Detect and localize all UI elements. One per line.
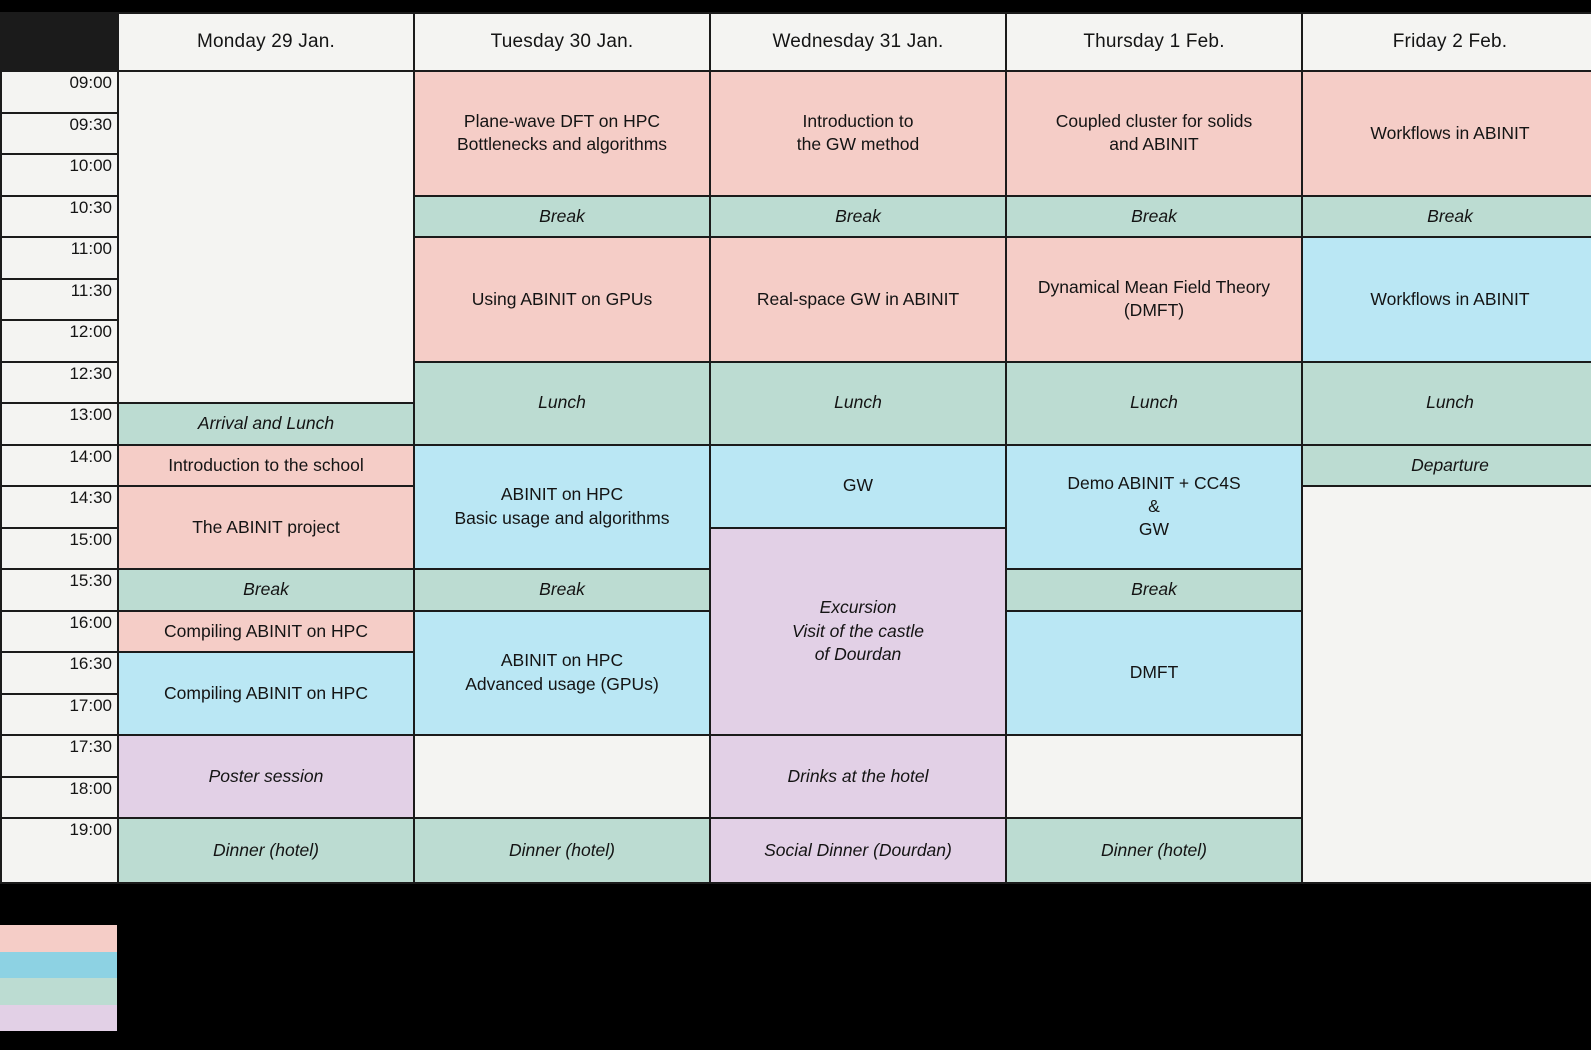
time-label: 12:00 — [2, 321, 117, 361]
event-coupled-cluster: Coupled cluster for solids and ABINIT — [1007, 72, 1301, 195]
time-label: 12:30 — [2, 362, 117, 402]
day-header-tuesday: Tuesday 30 Jan. — [415, 14, 709, 70]
event-thursday-dinner: Dinner (hotel) — [1007, 819, 1301, 882]
event-monday-morning-empty — [119, 72, 413, 402]
time-label: 16:00 — [2, 611, 117, 651]
event-thursday-evening-empty — [1007, 736, 1301, 817]
time-label: 17:30 — [2, 736, 117, 776]
time-label: 09:00 — [2, 72, 117, 112]
event-thursday-lunch: Lunch — [1007, 362, 1301, 444]
event-thursday-break-pm: Break — [1007, 570, 1301, 610]
event-tuesday-evening-empty — [415, 736, 709, 817]
time-label: 11:30 — [2, 279, 117, 319]
time-label: 11:00 — [2, 238, 117, 278]
event-poster-session: Poster session — [119, 736, 413, 817]
event-workflows-lecture: Workflows in ABINIT — [1303, 72, 1591, 195]
event-tuesday-lunch: Lunch — [415, 362, 709, 444]
time-label: 10:00 — [2, 155, 117, 195]
event-monday-dinner: Dinner (hotel) — [119, 819, 413, 882]
event-compiling-abinit-lecture: Compiling ABINIT on HPC — [119, 611, 413, 651]
day-header-friday: Friday 2 Feb. — [1303, 14, 1591, 70]
time-label: 14:30 — [2, 487, 117, 527]
event-demo-abinit-cc4s-gw: Demo ABINIT + CC4S & GW — [1007, 445, 1301, 568]
time-label: 09:30 — [2, 113, 117, 153]
event-wednesday-lunch: Lunch — [711, 362, 1005, 444]
legend-swatch-pink — [0, 925, 117, 952]
time-label: 19:00 — [2, 819, 117, 882]
event-the-abinit-project: The ABINIT project — [119, 487, 413, 568]
event-abinit-hpc-advanced: ABINIT on HPC Advanced usage (GPUs) — [415, 611, 709, 734]
event-tuesday-break-pm: Break — [415, 570, 709, 610]
event-tuesday-dinner: Dinner (hotel) — [415, 819, 709, 882]
event-dmft-hands-on: DMFT — [1007, 611, 1301, 734]
time-label: 15:00 — [2, 528, 117, 568]
event-friday-lunch: Lunch — [1303, 362, 1591, 444]
time-label: 14:00 — [2, 445, 117, 485]
day-header-monday: Monday 29 Jan. — [119, 14, 413, 70]
legend-swatch-green — [0, 978, 117, 1005]
time-label: 16:30 — [2, 653, 117, 693]
event-thursday-break-am: Break — [1007, 196, 1301, 236]
time-label: 10:30 — [2, 196, 117, 236]
event-friday-afternoon-empty — [1303, 487, 1591, 882]
time-label: 17:00 — [2, 694, 117, 734]
event-introduction-to-the-school: Introduction to the school — [119, 445, 413, 485]
schedule-table: Monday 29 Jan. Tuesday 30 Jan. Wednesday… — [0, 12, 1591, 884]
event-monday-break-pm: Break — [119, 570, 413, 610]
event-compiling-abinit-hands-on: Compiling ABINIT on HPC — [119, 653, 413, 734]
event-intro-gw-method: Introduction to the GW method — [711, 72, 1005, 195]
legend-swatch-blue — [0, 951, 117, 978]
event-using-abinit-on-gpus: Using ABINIT on GPUs — [415, 238, 709, 361]
event-tuesday-break-am: Break — [415, 196, 709, 236]
time-label: 13:00 — [2, 404, 117, 444]
legend-swatch-purple — [0, 1004, 117, 1031]
event-social-dinner: Social Dinner (Dourdan) — [711, 819, 1005, 882]
time-label: 18:00 — [2, 777, 117, 817]
event-departure: Departure — [1303, 445, 1591, 485]
event-drinks-at-hotel: Drinks at the hotel — [711, 736, 1005, 817]
legend — [0, 925, 117, 1031]
day-header-wednesday: Wednesday 31 Jan. — [711, 14, 1005, 70]
event-abinit-hpc-basic: ABINIT on HPC Basic usage and algorithms — [415, 445, 709, 568]
event-dmft-lecture: Dynamical Mean Field Theory (DMFT) — [1007, 238, 1301, 361]
time-label: 15:30 — [2, 570, 117, 610]
event-workflows-hands-on: Workflows in ABINIT — [1303, 238, 1591, 361]
event-excursion-dourdan: Excursion Visit of the castle of Dourdan — [711, 528, 1005, 734]
event-arrival-and-lunch: Arrival and Lunch — [119, 404, 413, 444]
day-header-thursday: Thursday 1 Feb. — [1007, 14, 1301, 70]
event-real-space-gw: Real-space GW in ABINIT — [711, 238, 1005, 361]
event-friday-break-am: Break — [1303, 196, 1591, 236]
event-gw-hands-on: GW — [711, 445, 1005, 527]
event-plane-wave-dft: Plane-wave DFT on HPC Bottlenecks and al… — [415, 72, 709, 195]
event-wednesday-break-am: Break — [711, 196, 1005, 236]
